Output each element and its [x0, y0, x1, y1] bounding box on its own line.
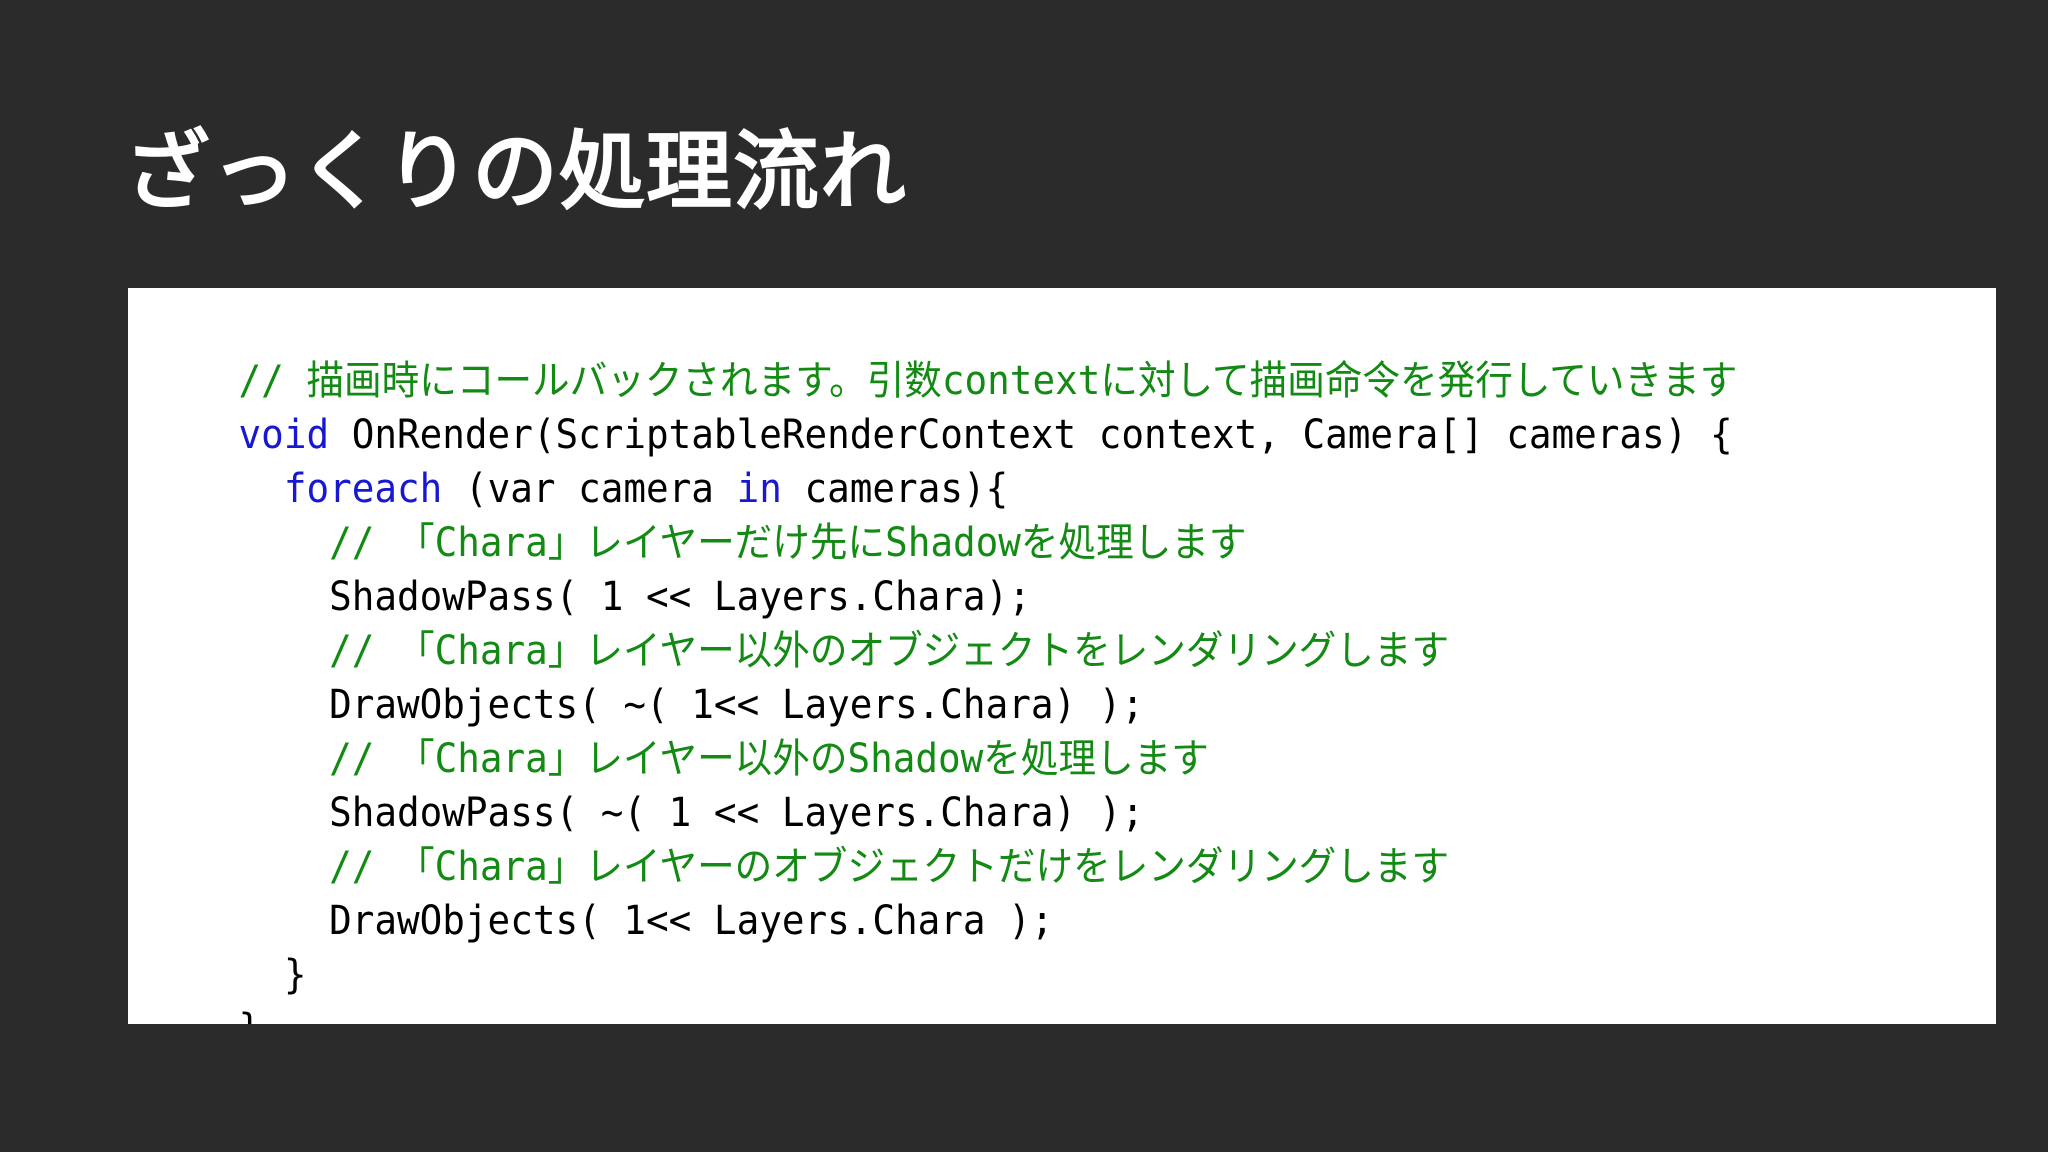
- code-text: OnRender(ScriptableRenderContext context…: [329, 412, 1733, 458]
- code-text: ShadowPass( ~( 1 << Layers.Chara) );: [238, 790, 1145, 836]
- code-comment: // 「Chara」レイヤー以外のオブジェクトをレンダリングします: [329, 628, 1450, 674]
- code-keyword: in: [736, 466, 782, 512]
- code-line: // 「Chara」レイヤー以外のShadowを処理します: [148, 678, 1885, 782]
- code-line: // 描画時にコールバックされます。引数contextに対して描画命令を発行して…: [148, 300, 1885, 404]
- code-line: void OnRender(ScriptableRenderContext co…: [148, 354, 1885, 458]
- code-text: }: [239, 1006, 262, 1024]
- code-text: DrawObjects( 1<< Layers.Chara );: [238, 898, 1054, 944]
- slide-title: ざっくりの処理流れ: [124, 122, 907, 222]
- code-line: }: [148, 948, 1885, 1024]
- code-line: // 「Chara」レイヤーのオブジェクトだけをレンダリングします: [148, 786, 1885, 890]
- code-comment: // 「Chara」レイヤー以外のShadowを処理します: [329, 736, 1209, 782]
- code-line: // 「Chara」レイヤー以外のオブジェクトをレンダリングします: [148, 570, 1885, 674]
- code-keyword: void: [238, 412, 330, 458]
- code-line: DrawObjects( ~( 1<< Layers.Chara) );: [148, 624, 1885, 728]
- code-comment: // 描画時にコールバックされます。引数contextに対して描画命令を発行して…: [238, 358, 1738, 404]
- code-text: ShadowPass( 1 << Layers.Chara);: [238, 574, 1031, 620]
- code-text: }: [238, 952, 307, 998]
- code-line: ShadowPass( ~( 1 << Layers.Chara) );: [148, 732, 1885, 836]
- code-text: DrawObjects( ~( 1<< Layers.Chara) );: [238, 682, 1145, 728]
- code-line: }: [148, 894, 1885, 998]
- code-keyword: foreach: [283, 466, 443, 512]
- code-text: (var camera: [442, 466, 737, 512]
- code-line: foreach (var camera in cameras){: [148, 408, 1885, 512]
- code-block: // 描画時にコールバックされます。引数contextに対して描画命令を発行して…: [128, 288, 1996, 1024]
- code-text: cameras){: [781, 466, 1009, 512]
- code-comment: // 「Chara」レイヤーのオブジェクトだけをレンダリングします: [329, 844, 1450, 890]
- code-line: ShadowPass( 1 << Layers.Chara);: [148, 516, 1885, 620]
- code-comment: // 「Chara」レイヤーだけ先にShadowを処理します: [329, 520, 1247, 566]
- code-line: // 「Chara」レイヤーだけ先にShadowを処理します: [148, 462, 1885, 566]
- code-line: DrawObjects( 1<< Layers.Chara );: [148, 840, 1885, 944]
